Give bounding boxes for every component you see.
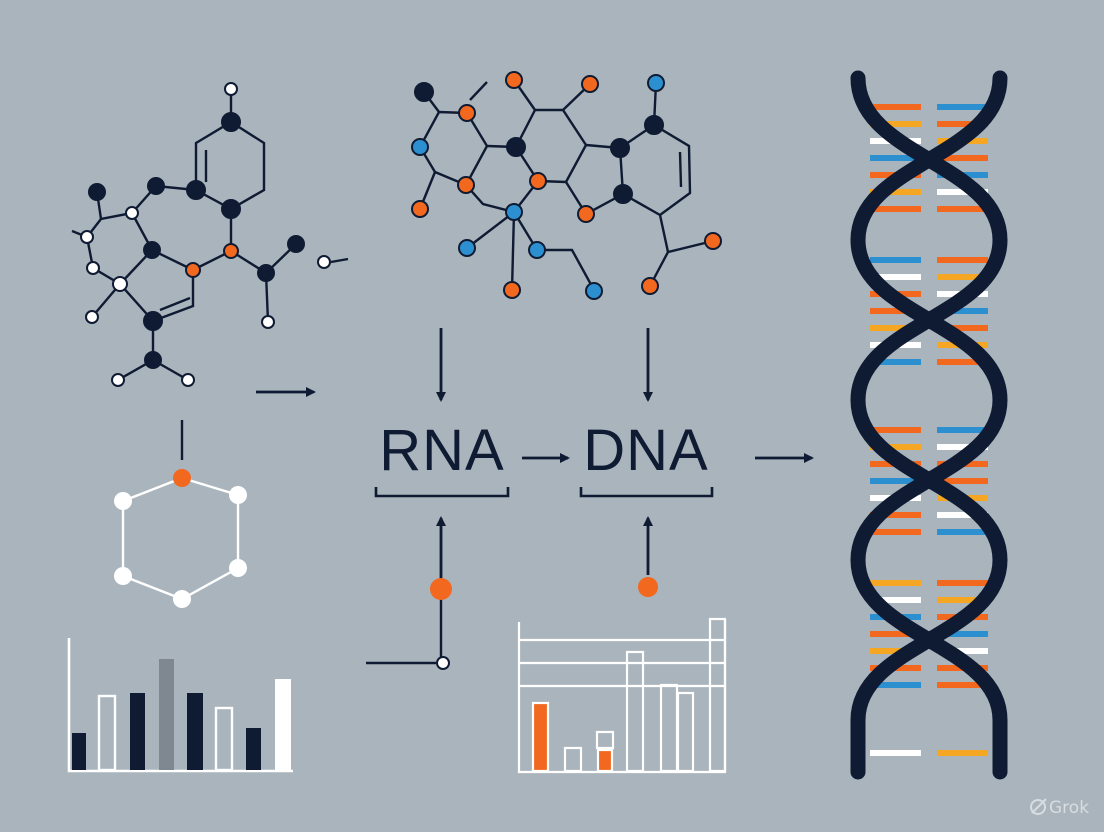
molecule-left-atoms [80,82,331,387]
helix-strand-b [850,70,1008,780]
bar [708,617,727,773]
bar [596,748,614,773]
connector-lines [180,420,658,670]
bar [563,746,583,773]
hexagon-ring [114,469,247,608]
molecule-structure-left [71,89,349,382]
bar [159,659,174,770]
rna-bracket [374,487,510,498]
bar [246,728,261,770]
flow-arrows [256,328,814,580]
bar [72,733,86,770]
grok-logo-icon [1030,798,1047,815]
bar [676,691,695,773]
watermark-text: Grok [1049,798,1089,818]
rna-source-node [430,578,452,600]
helix-strand-a [850,70,1008,780]
bar [187,693,203,770]
dna-label: DNA [583,418,708,483]
bar [595,730,615,750]
bar-chart-center [517,617,727,774]
dna-double-helix [850,70,1008,780]
helix-rungs [870,104,988,756]
dna-source-node [638,577,658,597]
bar [659,683,679,773]
bar [214,706,234,772]
dna-bracket [579,487,714,498]
bar [531,701,550,773]
bar [97,694,117,772]
molecule-center-atoms [411,71,722,300]
bar-chart-left [67,638,293,773]
bar [275,679,291,770]
bar [130,693,145,770]
grok-watermark: Grok [1030,798,1089,818]
bar [625,650,645,773]
rna-label: RNA [379,418,504,483]
connector-node-end [436,656,450,670]
